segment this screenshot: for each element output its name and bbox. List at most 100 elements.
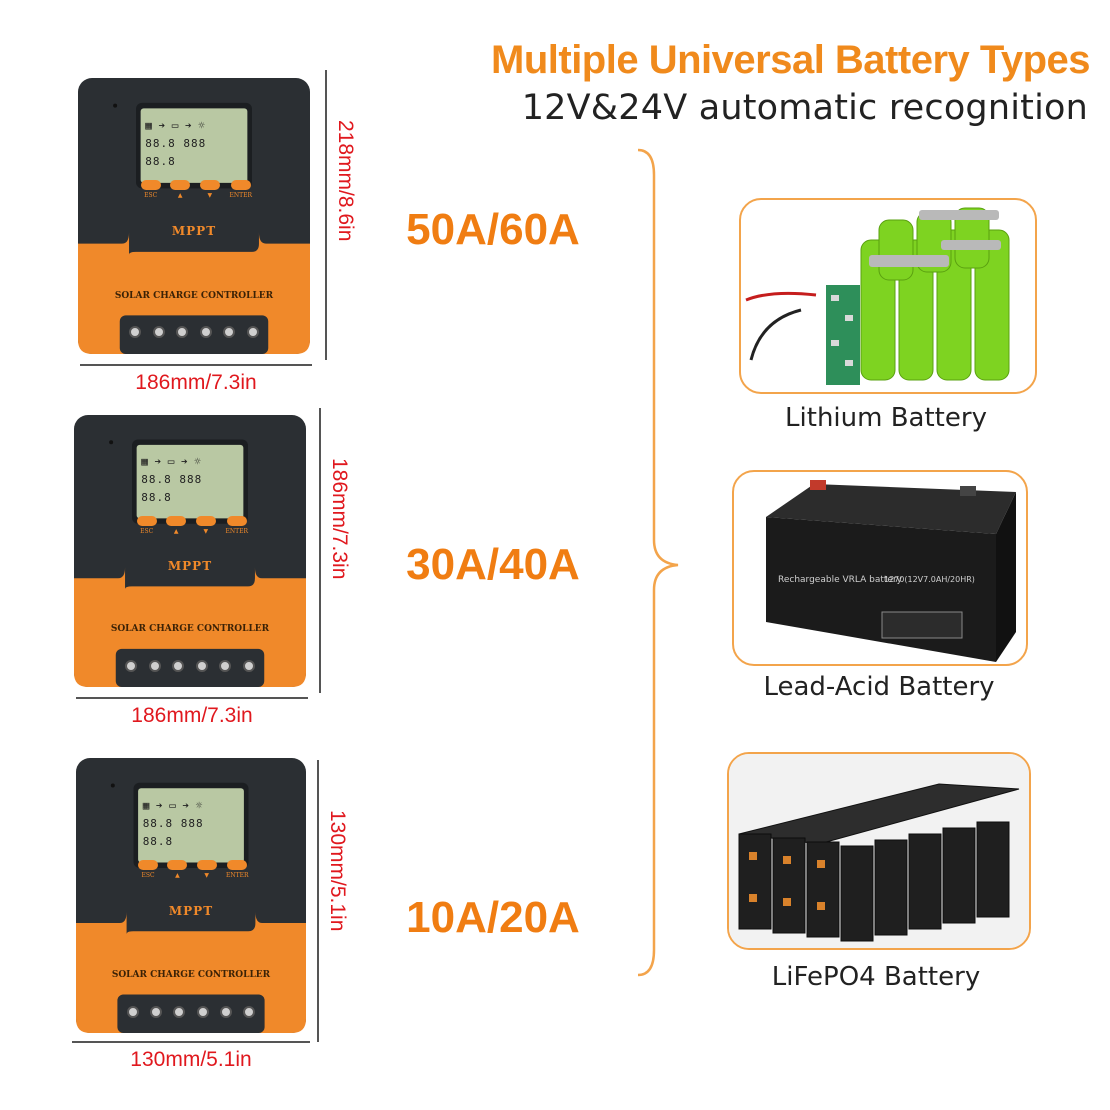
key-label: ENTER <box>225 527 248 535</box>
key-cap <box>166 515 187 526</box>
lifepo4-battery-label: LiFePO4 Battery <box>771 962 981 992</box>
key-esc[interactable]: ESC <box>136 515 157 535</box>
key-cap <box>167 859 188 870</box>
key-label: ▲ <box>175 871 180 879</box>
key-up[interactable]: ▲ <box>167 859 188 879</box>
terminal-screw <box>129 326 142 339</box>
battery-icon: ▭ <box>167 455 175 469</box>
solar-panel-icon: ▦ <box>145 118 152 132</box>
key-label: ENTER <box>225 871 249 879</box>
button-row: ESC ▲ ▼ ENTER <box>138 859 249 879</box>
lead-acid-case-text: Rechargeable VRLA battery <box>778 575 903 585</box>
height-dimension-label: 130mm/5.1in <box>326 810 349 932</box>
key-cap <box>227 859 248 870</box>
key-label: ▼ <box>203 527 209 535</box>
grouping-brace <box>637 148 679 977</box>
product-name: SOLAR CHARGE CONTROLLER <box>114 290 274 301</box>
key-enter[interactable]: ENTER <box>225 859 249 879</box>
key-cap <box>195 515 216 526</box>
terminal-screw <box>148 659 161 672</box>
solar-panel-icon: ▦ <box>142 798 150 812</box>
width-dimension-line <box>76 697 308 699</box>
button-row: ESC ▲ ▼ ENTER <box>140 180 252 200</box>
terminal-screw <box>242 659 255 672</box>
product-name: SOLAR CHARGE CONTROLLER <box>111 969 271 980</box>
lithium-battery-photo <box>739 198 1037 394</box>
key-label: ESC <box>141 871 155 879</box>
amp-rating-2: 30A/40A <box>406 540 580 589</box>
key-down[interactable]: ▼ <box>196 859 217 879</box>
brand-logo: MPPT <box>167 559 213 574</box>
terminal-screw <box>219 659 232 672</box>
width-dimension-line <box>72 1041 310 1043</box>
bulb-icon: ☼ <box>195 798 203 812</box>
key-up[interactable]: ▲ <box>166 515 187 535</box>
key-enter[interactable]: ENTER <box>225 515 248 535</box>
terminal-screw <box>199 326 212 339</box>
key-esc[interactable]: ESC <box>138 859 159 879</box>
key-cap <box>136 515 157 526</box>
key-cap <box>226 515 247 526</box>
height-dimension-label: 186mm/7.3in <box>328 458 351 580</box>
key-cap <box>170 180 191 191</box>
product-name: SOLAR CHARGE CONTROLLER <box>110 624 270 635</box>
terminal-block <box>129 326 259 339</box>
terminal-screw <box>195 659 208 672</box>
key-esc[interactable]: ESC <box>140 180 161 200</box>
brand-logo: MPPT <box>168 903 214 918</box>
terminal-screw <box>173 1005 186 1018</box>
terminal-screw <box>246 326 259 339</box>
key-label: ESC <box>144 192 158 200</box>
brand-logo: MPPT <box>171 224 217 239</box>
height-dimension-line <box>319 408 321 693</box>
key-down[interactable]: ▼ <box>195 515 216 535</box>
key-down[interactable]: ▼ <box>199 180 220 200</box>
key-cap <box>230 180 251 191</box>
lcd-display: ▦ ➔ ▭ ➔ ☼88.8 888 88.8 <box>145 118 207 168</box>
terminal-screw <box>126 1005 139 1018</box>
width-dimension-label: 186mm/7.3in <box>135 371 257 394</box>
amp-rating-3: 10A/20A <box>406 893 580 942</box>
width-dimension-label: 130mm/5.1in <box>130 1048 252 1071</box>
battery-icon: ▭ <box>169 798 176 812</box>
lithium-battery-label: Lithium Battery <box>785 403 987 433</box>
terminal-screw <box>149 1005 162 1018</box>
key-cap <box>138 859 159 870</box>
height-dimension-line <box>317 760 319 1042</box>
lifepo4-battery-photo <box>727 752 1031 950</box>
key-label: ▼ <box>207 192 213 200</box>
lead-acid-battery-label: Lead-Acid Battery <box>763 672 995 702</box>
terminal-screw <box>172 659 185 672</box>
width-dimension-line <box>80 364 312 366</box>
height-dimension-label: 218mm/8.6in <box>334 120 357 242</box>
width-dimension-label: 186mm/7.3in <box>131 704 253 727</box>
lead-acid-model-text: 1270(12V7.0AH/20HR) <box>884 575 975 584</box>
bulb-icon: ☼ <box>194 455 201 469</box>
key-cap <box>196 859 217 870</box>
key-up[interactable]: ▲ <box>170 180 191 200</box>
terminal-block <box>126 1005 256 1018</box>
key-enter[interactable]: ENTER <box>229 180 252 199</box>
terminal-block <box>125 659 255 672</box>
key-label: ESC <box>140 527 154 535</box>
terminal-screw <box>152 326 165 339</box>
key-cap <box>140 180 161 191</box>
headline: Multiple Universal Battery Types <box>491 38 1091 82</box>
amp-rating-1: 50A/60A <box>406 205 580 254</box>
lcd-display: ▦ ➔ ▭ ➔ ☼88.8 888 88.8 <box>141 455 203 505</box>
terminal-screw <box>223 326 236 339</box>
button-row: ESC ▲ ▼ ENTER <box>136 515 248 535</box>
bulb-icon: ☼ <box>198 118 205 132</box>
terminal-screw <box>196 1005 209 1018</box>
terminal-screw <box>243 1005 256 1018</box>
key-label: ▲ <box>173 527 179 535</box>
lead-acid-battery-photo: Rechargeable VRLA battery 1270(12V7.0AH/… <box>732 470 1028 666</box>
solar-panel-icon: ▦ <box>141 455 148 469</box>
terminal-screw <box>176 326 189 339</box>
key-label: ▲ <box>177 192 183 200</box>
height-dimension-line <box>325 70 327 360</box>
battery-icon: ▭ <box>171 118 179 132</box>
